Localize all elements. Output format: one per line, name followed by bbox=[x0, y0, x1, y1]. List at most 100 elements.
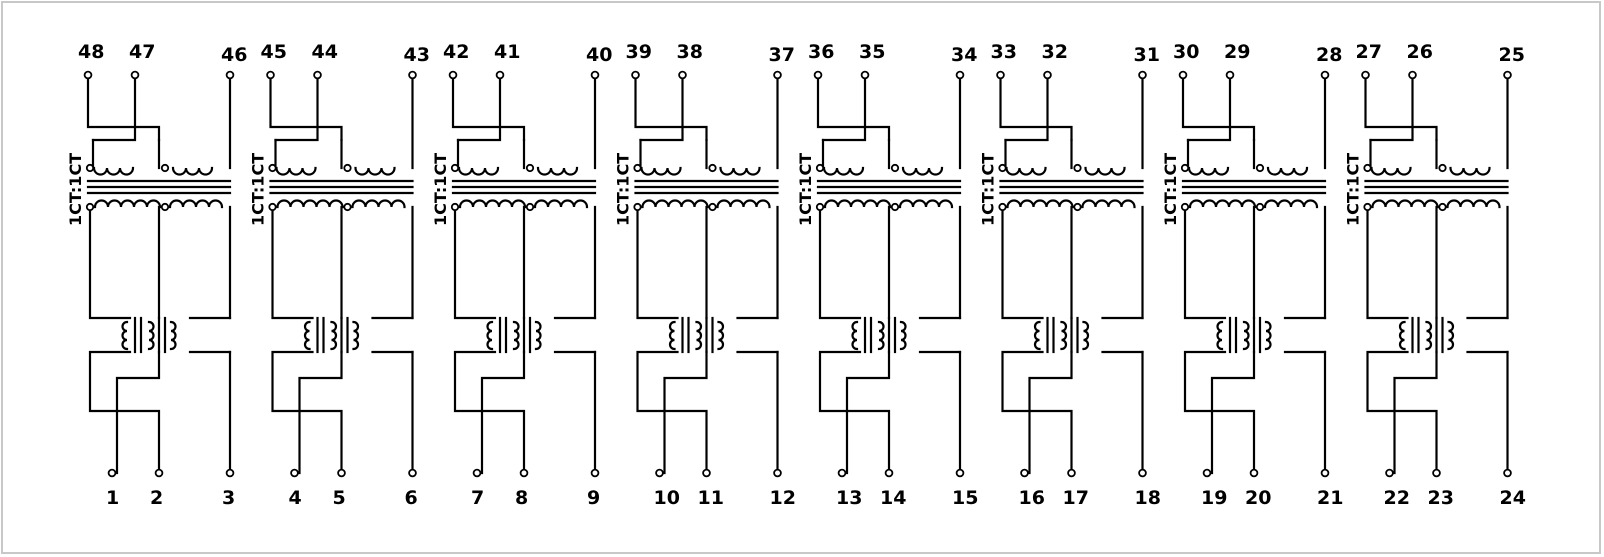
top-pin bbox=[813, 70, 823, 80]
wire bbox=[453, 350, 526, 475]
winding bbox=[351, 199, 406, 209]
bottom-pin bbox=[337, 468, 346, 478]
top-pin-label: 34 bbox=[951, 44, 977, 66]
wire bbox=[88, 350, 161, 475]
wire bbox=[663, 350, 708, 475]
top-pin bbox=[225, 70, 235, 80]
bottom-pin bbox=[1138, 468, 1147, 478]
choke-winding bbox=[851, 320, 859, 351]
polarity-dot bbox=[525, 202, 535, 212]
wire bbox=[845, 350, 891, 475]
top-pin-label: 25 bbox=[1499, 44, 1525, 66]
top-pin-label: 27 bbox=[1356, 41, 1382, 63]
bottom-pin-label: 16 bbox=[1019, 487, 1045, 509]
turns-ratio-label: 1CT:1CT bbox=[1344, 153, 1363, 226]
winding bbox=[354, 166, 396, 176]
polarity-dot bbox=[160, 202, 170, 212]
bottom-pin bbox=[1249, 468, 1259, 478]
choke-winding bbox=[1398, 320, 1406, 351]
top-pin bbox=[1138, 70, 1147, 80]
choke-winding bbox=[1425, 320, 1433, 351]
polarity-dot bbox=[815, 163, 825, 173]
top-pin-label: 45 bbox=[261, 41, 287, 63]
bottom-pin bbox=[408, 468, 417, 478]
bottom-pin-label: 15 bbox=[952, 487, 978, 509]
polarity-dot bbox=[450, 202, 460, 212]
top-pin-label: 46 bbox=[221, 44, 247, 66]
winding bbox=[898, 199, 954, 209]
choke-winding bbox=[717, 320, 725, 351]
top-pin bbox=[495, 70, 505, 80]
bottom-pin-label: 14 bbox=[880, 487, 906, 509]
choke-winding bbox=[1216, 320, 1224, 351]
bottom-pin bbox=[1067, 468, 1076, 478]
polarity-dot bbox=[890, 163, 900, 173]
polarity-dot bbox=[268, 163, 277, 173]
top-pin bbox=[408, 70, 417, 80]
top-pin-label: 37 bbox=[769, 44, 795, 66]
bottom-pin bbox=[1503, 468, 1512, 478]
wire bbox=[453, 205, 497, 320]
wire bbox=[1183, 205, 1227, 320]
polarity-dot bbox=[998, 163, 1007, 173]
choke-winding bbox=[899, 320, 907, 351]
wire bbox=[821, 73, 867, 142]
winding bbox=[1446, 199, 1501, 209]
polarity-dot bbox=[268, 202, 277, 212]
bottom-pin bbox=[154, 468, 164, 478]
wire bbox=[274, 73, 319, 142]
winding bbox=[1188, 199, 1257, 209]
top-pin-label: 42 bbox=[443, 41, 469, 63]
wire bbox=[88, 205, 132, 320]
turns-ratio-label: 1CT:1CT bbox=[1161, 153, 1180, 226]
bottom-pin-label: 9 bbox=[587, 487, 600, 509]
polarity-dot bbox=[1073, 163, 1082, 173]
bottom-pin bbox=[955, 468, 965, 478]
choke-winding bbox=[330, 320, 338, 351]
turns-ratio-label: 1CT:1CT bbox=[614, 153, 633, 226]
wire bbox=[115, 350, 161, 475]
wire bbox=[1366, 205, 1409, 320]
top-pin-label: 32 bbox=[1042, 41, 1068, 63]
wire bbox=[298, 350, 343, 475]
bottom-pin bbox=[884, 468, 894, 478]
winding bbox=[719, 166, 761, 176]
top-pin bbox=[1225, 70, 1235, 80]
wire bbox=[636, 350, 708, 475]
top-pin bbox=[1320, 70, 1330, 80]
polarity-dot bbox=[890, 202, 900, 212]
polarity-dot bbox=[708, 202, 717, 212]
polarity-dot bbox=[633, 202, 642, 212]
bottom-pin bbox=[590, 468, 600, 478]
top-pin bbox=[130, 70, 140, 80]
winding bbox=[823, 199, 892, 209]
top-pin-label: 47 bbox=[129, 41, 155, 63]
wire bbox=[269, 73, 343, 142]
top-pin-label: 31 bbox=[1134, 44, 1160, 66]
choke-winding bbox=[1033, 320, 1041, 351]
bottom-pin bbox=[1020, 468, 1029, 478]
winding bbox=[92, 166, 135, 176]
top-pin bbox=[678, 70, 687, 80]
wire bbox=[1028, 350, 1073, 475]
turns-ratio-label: 1CT:1CT bbox=[979, 153, 998, 226]
wire bbox=[1001, 350, 1073, 475]
bottom-pin-label: 3 bbox=[222, 487, 235, 509]
top-pin bbox=[1361, 70, 1370, 80]
wire bbox=[1369, 73, 1414, 142]
bottom-pin-label: 18 bbox=[1135, 487, 1161, 509]
wire bbox=[1366, 350, 1438, 475]
turns-ratio-label: 1CT:1CT bbox=[796, 153, 815, 226]
polarity-dot bbox=[343, 163, 352, 173]
wire bbox=[1210, 350, 1256, 475]
top-pin-label: 39 bbox=[626, 41, 652, 63]
wire bbox=[1001, 205, 1044, 320]
winding bbox=[641, 199, 709, 209]
winding bbox=[171, 166, 214, 176]
choke-winding bbox=[695, 320, 703, 351]
